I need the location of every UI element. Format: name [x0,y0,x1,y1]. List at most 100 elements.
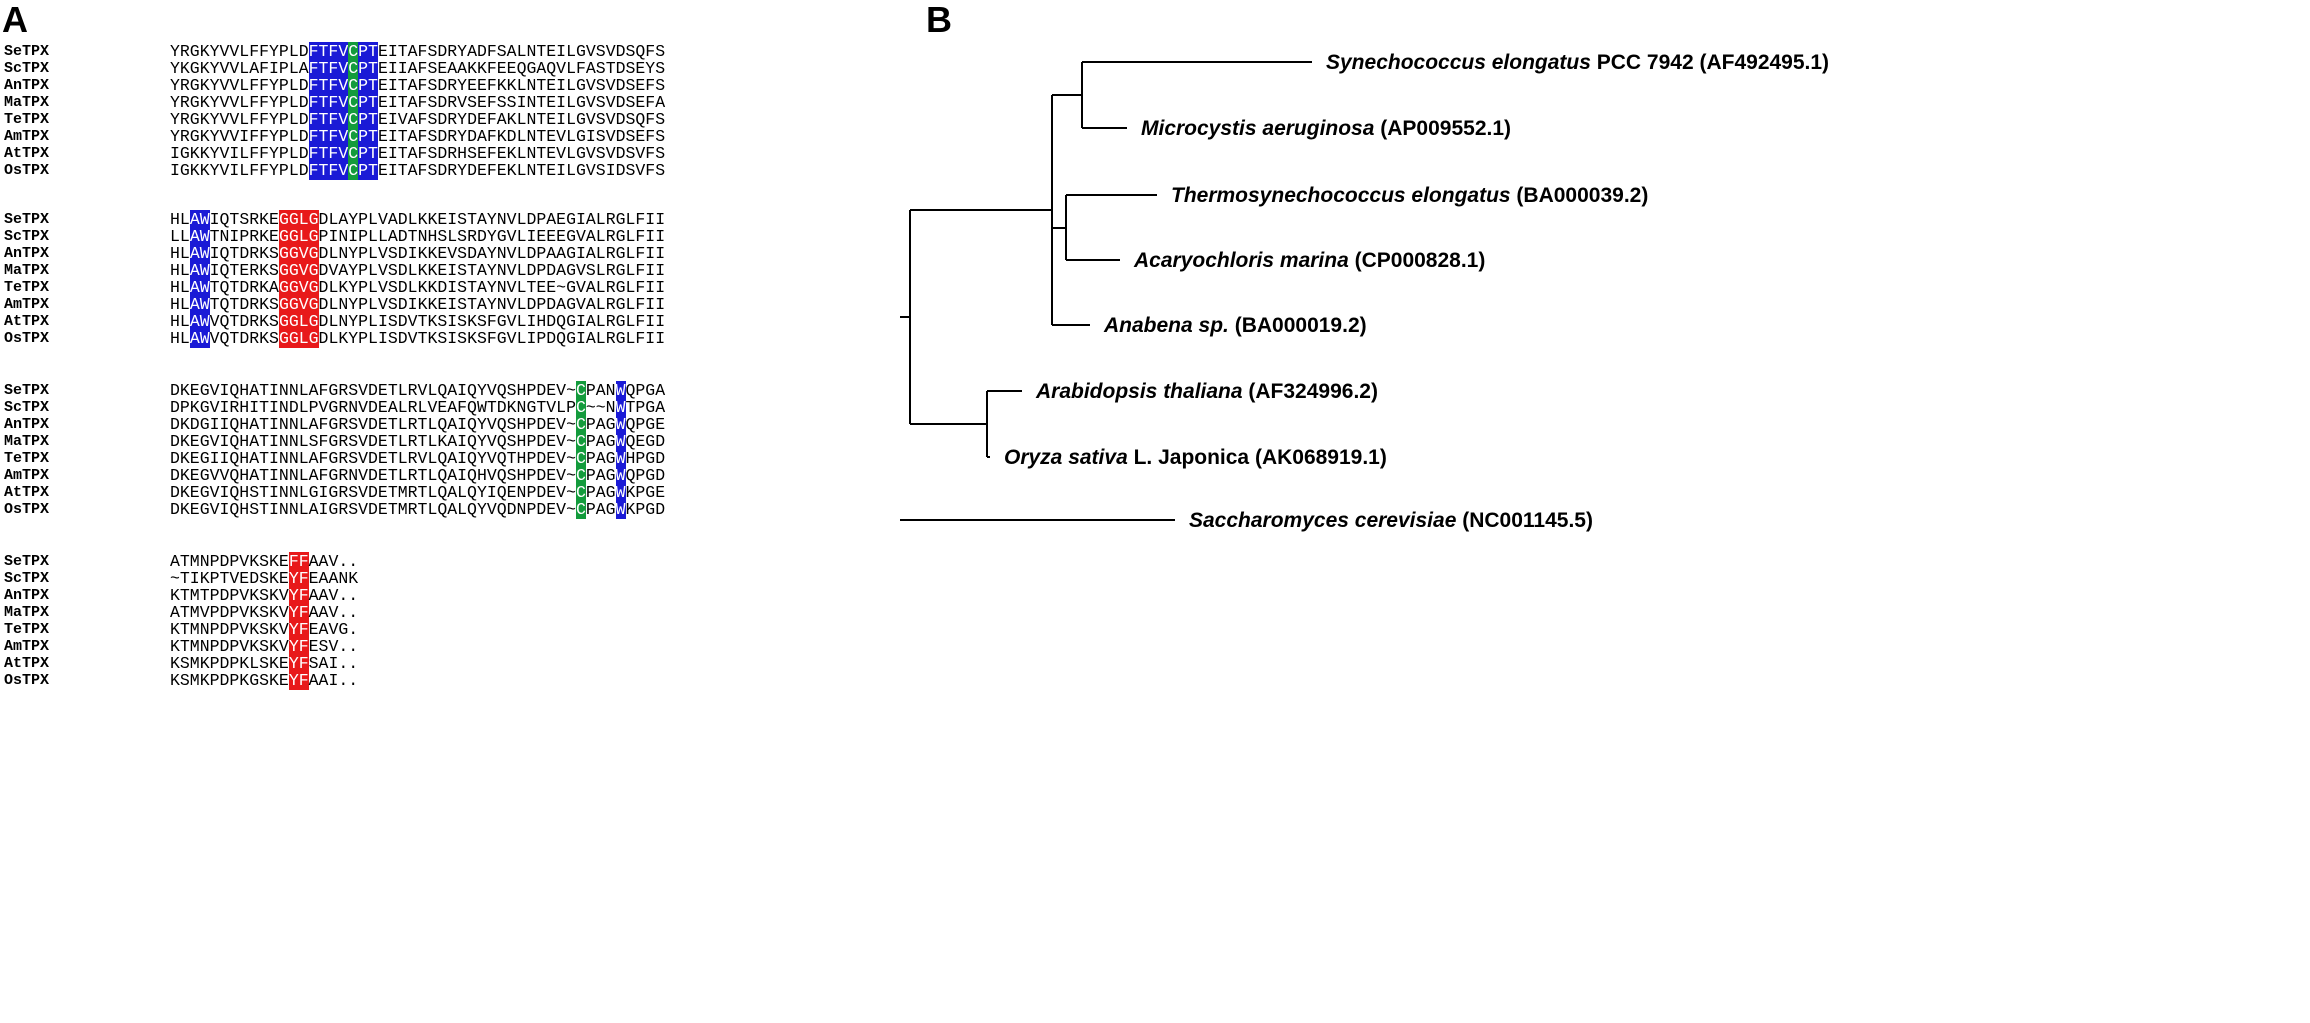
conserved-residue-highlight: PT [358,144,378,163]
sequence-residues: HLAWVQTDRKSGGLGDLNYPLISDVTKSISKSFGVLIHDQ… [170,312,666,331]
sequence-residues: ~TIKPTVEDSKEYFEAANK [170,569,359,588]
conserved-residue-highlight: FTFV [308,127,349,146]
conserved-residue-highlight: C [348,93,359,112]
sequence-name: ScTPX [4,399,50,416]
sequence-residues: DKEGIIQHATINNLAFGRSVDETLRVLQAIQYVQTHPDEV… [170,449,666,468]
conserved-residue-highlight: PT [358,161,378,180]
panel-b-label: B [926,0,952,40]
sequence-residues: DKEGVIQHATINNLSFGRSVDETLRTLKAIQYVQSHPDEV… [170,432,666,451]
leaf-label-te: Thermosynechococcus elongatus (BA000039.… [1171,184,1648,207]
sequence-name: AnTPX [4,587,50,604]
sequence-residues: KTMTPDPVKSKVYFAAV.. [170,586,359,605]
sequence-residues: HLAWIQTDRKSGGVGDLNYPLVSDIKKEVSDAYNVLDPAA… [170,244,666,263]
sequence-name: AnTPX [4,77,50,94]
leaf-label-am: Acaryochloris marina (CP000828.1) [1133,249,1485,272]
sequence-residues: YRGKYVVLFFYPLDFTFVCPTEITAFSDRYEEFKKLNTEI… [170,76,666,95]
accession-text: (AF324996.2) [1243,380,1378,403]
species-name: Thermosynechococcus elongatus [1171,184,1511,207]
sequence-name: MaTPX [4,94,50,111]
sequence-residues: IGKKYVILFFYPLDFTFVCPTEITAFSDRYDEFEKLNTEI… [170,161,666,180]
leaf-label-os: Oryza sativa L. Japonica (AK068919.1) [1004,446,1387,469]
sequence-residues: DKEGVIQHATINNLAFGRSVDETLRVLQAIQYVQSHPDEV… [170,381,666,400]
conserved-residue-highlight: W [615,381,626,400]
sequence-name: AnTPX [4,245,50,262]
sequence-name: OsTPX [4,330,50,347]
conserved-residue-highlight: C [575,432,586,451]
accession-text: (AP009552.1) [1374,117,1511,140]
leaf-label-an: Anabena sp. (BA000019.2) [1103,314,1367,337]
conserved-residue-highlight: YF [288,586,309,605]
conserved-residue-highlight: AW [189,329,210,348]
sequence-residues: LLAWTNIPRKEGGLGPINIPLLADTNHSLSRDYGVLIEEE… [170,227,666,246]
sequence-name: OsTPX [4,501,50,518]
sequence-residues: HLAWTQTDRKAGGVGDLKYPLVSDLKKDISTAYNVLTEE~… [170,278,666,297]
leaf-label-se: Synechococcus elongatus PCC 7942 (AF4924… [1326,51,1829,74]
conserved-residue-highlight: GGLG [278,227,319,246]
sequence-residues: KSMKPDPKGSKEYFAAI.. [170,671,359,690]
conserved-residue-highlight: FTFV [308,59,349,78]
sequence-name: TeTPX [4,621,50,638]
sequence-residues: DKEGVIQHSTINNLAIGRSVDETMRTLQALQYVQDNPDEV… [170,500,666,519]
sequence-residues: YRGKYVVLFFYPLDFTFVCPTEITAFSDRVSEFSSINTEI… [170,93,666,112]
conserved-residue-highlight: W [615,398,626,417]
conserved-residue-highlight: C [575,398,586,417]
sequence-name: MaTPX [4,604,50,621]
sequence-name: TeTPX [4,279,50,296]
conserved-residue-highlight: W [615,500,626,519]
sequence-residues: DKEGVIQHSTINNLGIGRSVDETMRTLQALQYIQENPDEV… [170,483,666,502]
conserved-residue-highlight: PT [358,93,378,112]
conserved-residue-highlight: PT [358,76,378,95]
conserved-residue-highlight: PT [358,127,378,146]
conserved-residue-highlight: GGLG [278,210,319,229]
conserved-residue-highlight: W [615,415,626,434]
conserved-residue-highlight: C [575,483,586,502]
conserved-residue-highlight: FTFV [308,161,349,180]
conserved-residue-highlight: C [348,127,359,146]
conserved-residue-highlight: GGVG [278,295,319,314]
sequence-name: AmTPX [4,638,50,655]
sequence-name: MaTPX [4,262,50,279]
conserved-residue-highlight: PT [358,59,378,78]
conserved-residue-highlight: PT [358,110,378,129]
sequence-name: OsTPX [4,672,50,689]
sequence-name: SeTPX [4,553,50,570]
sequence-residues: IGKKYVILFFYPLDFTFVCPTEITAFSDRHSEFEKLNTEV… [170,144,666,163]
species-name: Saccharomyces cerevisiae [1189,509,1457,532]
accession-text: PCC 7942 (AF492495.1) [1591,51,1829,74]
sequence-residues: HLAWIQTERKSGGVGDVAYPLVSDLKKEISTAYNVLDPDA… [170,261,666,280]
sequence-residues: DPKGVIRHITINDLPVGRNVDEALRLVEAFQWTDKNGTVL… [170,398,666,417]
species-name: Oryza sativa [1004,446,1128,469]
conserved-residue-highlight: C [575,449,586,468]
species-name: Microcystis aeruginosa [1141,117,1375,140]
conserved-residue-highlight: FTFV [308,93,349,112]
conserved-residue-highlight: GGVG [278,244,319,263]
sequence-residues: ATMNPDPVKSKEFFAAV.. [170,552,359,571]
conserved-residue-highlight: C [575,415,586,434]
leaf-label-at: Arabidopsis thaliana (AF324996.2) [1035,380,1378,403]
species-name: Anabena sp. [1103,314,1229,337]
sequence-name: ScTPX [4,570,50,587]
conserved-residue-highlight: AW [189,312,210,331]
sequence-name: AnTPX [4,416,50,433]
panel-a-label: A [2,0,28,40]
sequence-name: AmTPX [4,296,50,313]
sequence-residues: ATMVPDPVKSKVYFAAV.. [170,603,359,622]
sequence-residues: YKGKYVVLAFIPLAFTFVCPTEIIAFSEAAKKFEEQGAQV… [170,59,666,78]
species-name: Synechococcus elongatus [1326,51,1591,74]
sequence-name: SeTPX [4,211,50,228]
conserved-residue-highlight: PT [358,42,378,61]
conserved-residue-highlight: AW [189,261,210,280]
sequence-name: TeTPX [4,111,50,128]
conserved-residue-highlight: AW [189,244,210,263]
sequence-residues: YRGKYVVLFFYPLDFTFVCPTEIVAFSDRYDEFAKLNTEI… [170,110,666,129]
conserved-residue-highlight: GGVG [278,261,319,280]
sequence-residues: KTMNPDPVKSKVYFESV.. [170,637,359,656]
conserved-residue-highlight: C [348,42,359,61]
conserved-residue-highlight: AW [189,295,210,314]
conserved-residue-highlight: YF [288,603,309,622]
conserved-residue-highlight: C [348,161,359,180]
conserved-residue-highlight: FTFV [308,42,349,61]
sequence-name: SeTPX [4,43,50,60]
sequence-name: AtTPX [4,484,50,501]
conserved-residue-highlight: C [575,381,586,400]
